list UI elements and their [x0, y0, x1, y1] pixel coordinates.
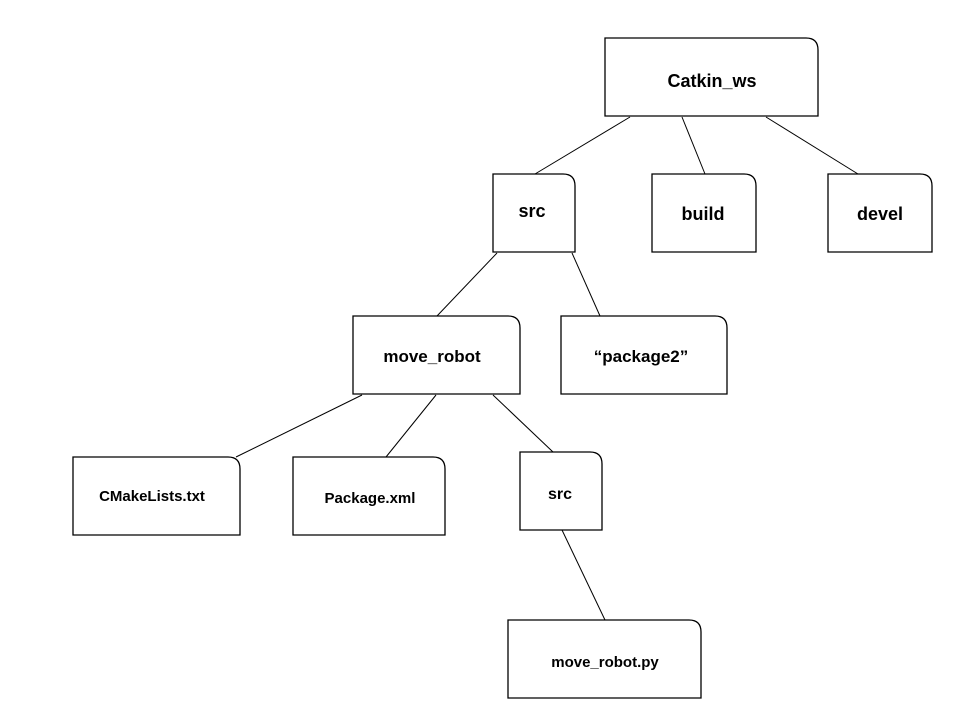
- node-src-inner: src: [519, 451, 603, 531]
- node-move-robot: move_robot: [352, 315, 521, 395]
- node-label: build: [682, 204, 725, 224]
- edge-catkin-build: [681, 116, 706, 175]
- node-label: devel: [857, 204, 903, 224]
- edge-src-move-robot-py: [561, 529, 606, 621]
- node-cmakelists: CMakeLists.txt: [72, 456, 241, 536]
- node-devel: devel: [827, 173, 933, 253]
- node-src: src: [492, 173, 576, 253]
- edge-move-robot-package-xml: [385, 394, 437, 458]
- edge-move-robot-cmakelists: [235, 394, 363, 458]
- edges: [235, 116, 859, 621]
- node-label: move_robot: [383, 347, 481, 366]
- edge-src-package2: [571, 252, 601, 317]
- edge-catkin-devel: [765, 116, 859, 175]
- edge-src-move-robot: [436, 252, 498, 317]
- node-label: move_robot.py: [551, 654, 659, 671]
- node-label: src: [548, 486, 572, 503]
- node-build: build: [651, 173, 757, 253]
- edge-move-robot-src: [492, 394, 554, 453]
- node-label: Catkin_ws: [667, 71, 756, 91]
- node-label: src: [518, 201, 545, 221]
- node-label: “package2”: [594, 347, 689, 366]
- node-catkin-ws: Catkin_ws: [604, 37, 819, 117]
- node-package2: “package2”: [560, 315, 728, 395]
- node-package-xml: Package.xml: [292, 456, 446, 536]
- node-label: Package.xml: [325, 490, 416, 507]
- edge-catkin-src: [534, 116, 631, 175]
- node-move-robot-py: move_robot.py: [507, 619, 702, 699]
- node-label: CMakeLists.txt: [99, 488, 205, 505]
